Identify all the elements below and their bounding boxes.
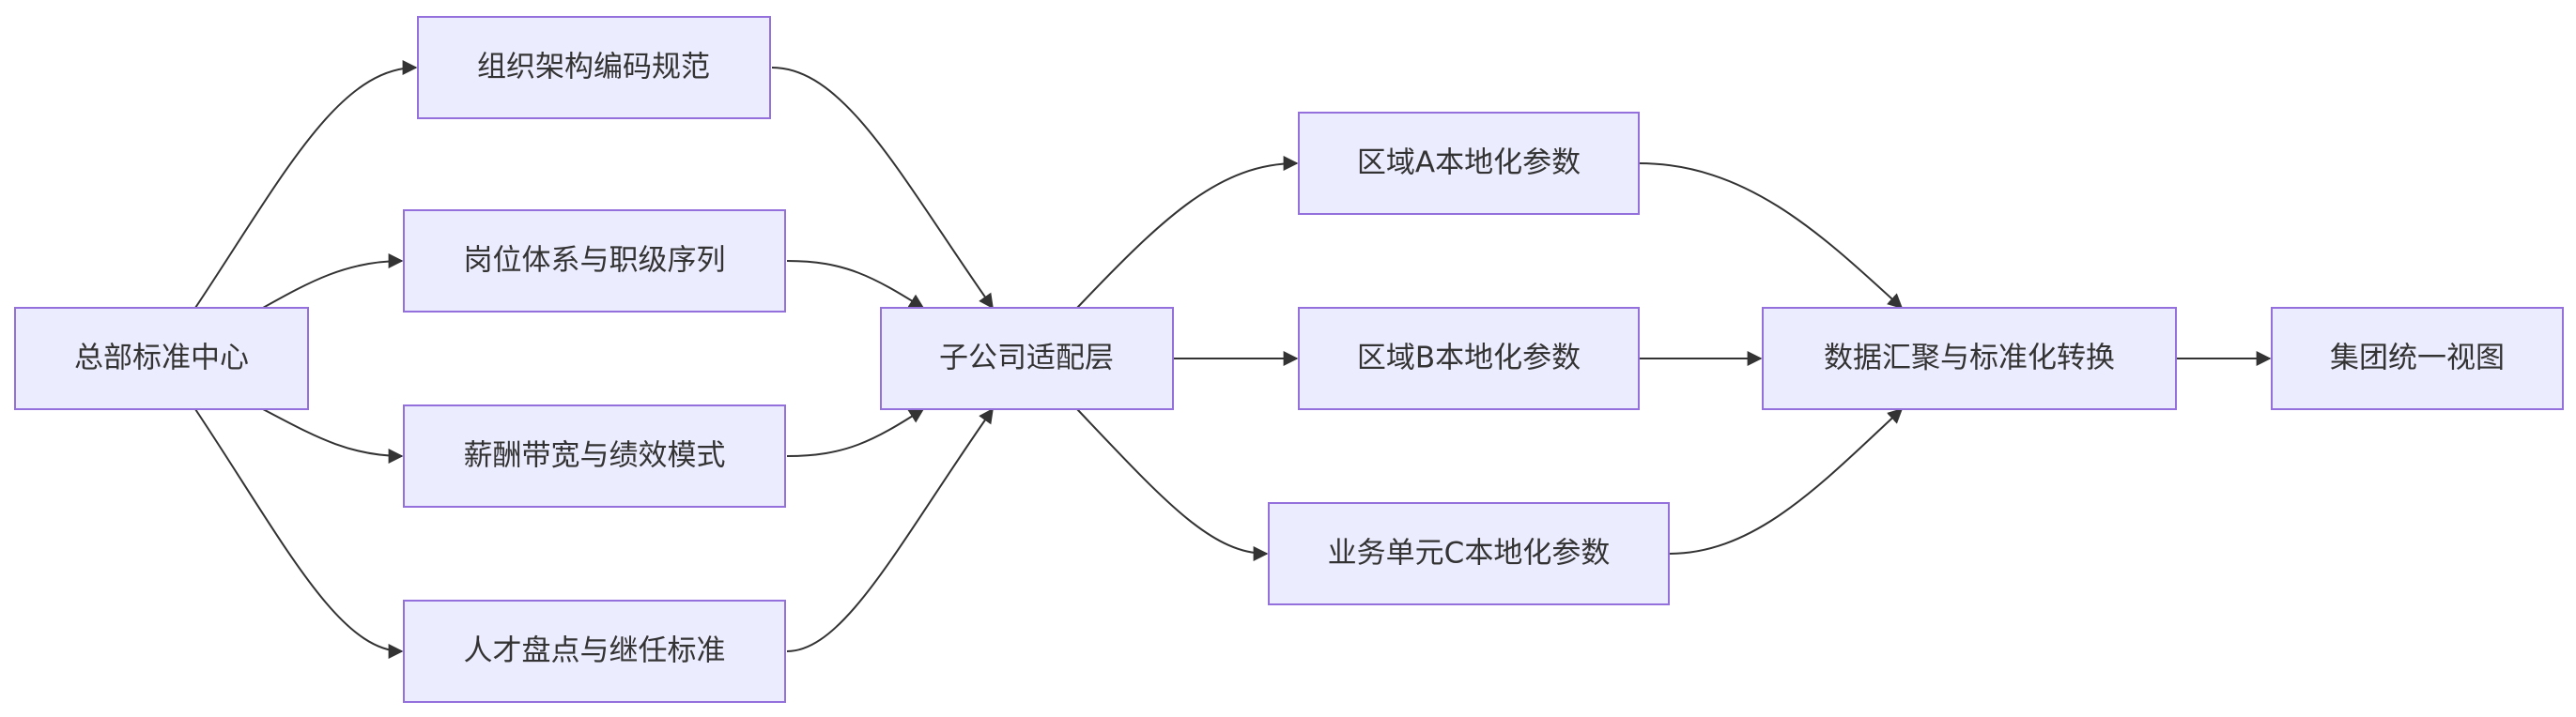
- edge-talent-to-sub: [786, 407, 994, 652]
- node-org-label: 组织架构编码规范: [477, 51, 710, 84]
- edge-sub-to-unitC: [1076, 408, 1269, 561]
- node-hq[interactable]: 总部标准中心: [14, 307, 309, 410]
- edge-hq-to-pay: [262, 408, 404, 464]
- edge-hq-to-talent: [194, 408, 404, 659]
- node-pay-label: 薪酬带宽与绩效模式: [464, 439, 726, 473]
- node-pay[interactable]: 薪酬带宽与绩效模式: [403, 404, 786, 508]
- node-regionA-label: 区域A本地化参数: [1357, 146, 1581, 180]
- node-unitC-label: 业务单元C本地化参数: [1328, 537, 1611, 571]
- node-talent[interactable]: 人才盘点与继任标准: [403, 600, 786, 703]
- node-sub[interactable]: 子公司适配层: [880, 307, 1174, 410]
- node-org[interactable]: 组织架构编码规范: [417, 16, 771, 119]
- node-group[interactable]: 集团统一视图: [2271, 307, 2564, 410]
- edge-regionA-to-agg: [1638, 162, 1904, 310]
- node-hq-label: 总部标准中心: [74, 342, 249, 375]
- edge-sub-to-regionA: [1076, 156, 1299, 309]
- node-regionA[interactable]: 区域A本地化参数: [1298, 112, 1640, 215]
- edges: [194, 60, 2272, 659]
- node-group-label: 集团统一视图: [2330, 342, 2505, 375]
- edge-pay-to-sub: [786, 408, 925, 457]
- edge-org-to-sub: [771, 67, 994, 310]
- node-unitC[interactable]: 业务单元C本地化参数: [1268, 502, 1670, 605]
- node-regionB[interactable]: 区域B本地化参数: [1298, 307, 1640, 410]
- edge-hq-to-post: [262, 253, 404, 309]
- edge-post-to-sub: [786, 260, 925, 309]
- node-agg[interactable]: 数据汇聚与标准化转换: [1762, 307, 2177, 410]
- node-regionB-label: 区域B本地化参数: [1357, 342, 1581, 375]
- node-post-label: 岗位体系与职级序列: [464, 244, 726, 278]
- node-talent-label: 人才盘点与继任标准: [464, 634, 726, 668]
- node-post[interactable]: 岗位体系与职级序列: [403, 209, 786, 313]
- edge-unitC-to-agg: [1668, 407, 1904, 555]
- edge-hq-to-org: [194, 60, 418, 309]
- nodes: 总部标准中心 组织架构编码规范 岗位体系与职级序列 薪酬带宽与绩效模式 人才盘点…: [14, 16, 2564, 703]
- node-agg-label: 数据汇聚与标准化转换: [1824, 342, 2115, 375]
- node-sub-label: 子公司适配层: [939, 342, 1114, 375]
